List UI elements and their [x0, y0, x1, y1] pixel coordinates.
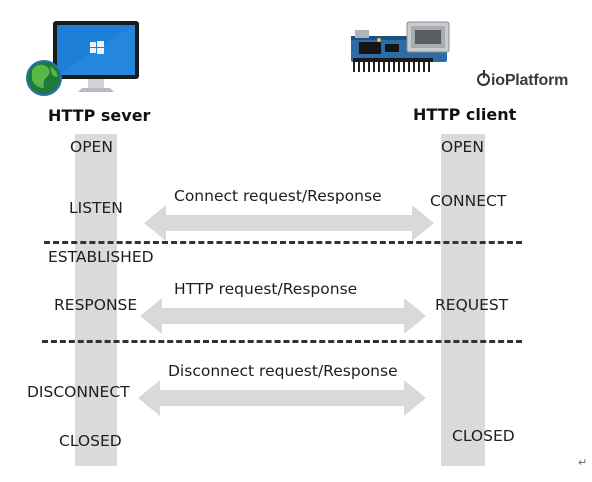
server-state-open: OPEN	[70, 138, 113, 156]
disconnect-message-label: Disconnect request/Response	[168, 362, 398, 380]
client-state-request: REQUEST	[435, 296, 509, 314]
http-arrow	[140, 298, 426, 334]
client-state-open: OPEN	[441, 138, 484, 156]
connect-arrow	[144, 205, 434, 241]
client-board-icon	[351, 21, 450, 72]
client-state-closed: CLOSED	[452, 427, 515, 445]
phase-divider	[42, 340, 522, 343]
disconnect-arrow	[138, 380, 426, 416]
server-state-disconnect: DISCONNECT	[27, 383, 130, 401]
server-monitor-icon	[26, 21, 139, 96]
server-state-listen: LISTEN	[69, 199, 123, 217]
server-title: HTTP sever	[48, 106, 151, 125]
ioplatform-logo: ioPlatform	[477, 70, 568, 89]
server-state-closed: CLOSED	[59, 432, 122, 450]
power-icon	[477, 70, 490, 86]
phase-divider	[44, 241, 522, 244]
server-state-established: ESTABLISHED	[48, 248, 154, 266]
server-state-response: RESPONSE	[54, 296, 138, 314]
return-mark: ↵	[578, 456, 588, 469]
connect-message-label: Connect request/Response	[174, 187, 382, 205]
client-title: HTTP client	[413, 105, 517, 124]
http-message-label: HTTP request/Response	[174, 280, 358, 298]
server-lifeline	[75, 134, 117, 466]
client-lifeline	[441, 134, 485, 466]
client-state-connect: CONNECT	[430, 192, 507, 210]
